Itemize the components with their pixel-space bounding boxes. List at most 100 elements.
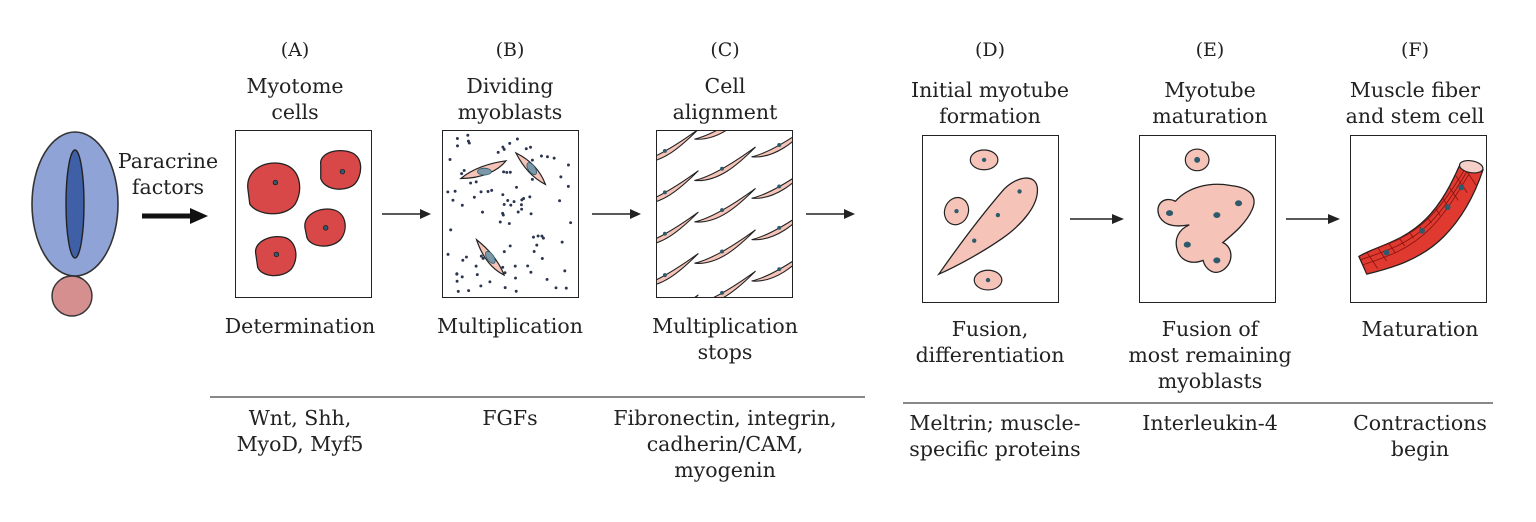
growth-factor-dot	[530, 177, 534, 181]
panel-f-muscle-fiber	[1350, 135, 1487, 303]
growth-factor-dot	[460, 172, 464, 176]
growth-factor-dot	[479, 254, 483, 258]
growth-factor-dot	[467, 289, 471, 293]
stage-e-process-line: Fusion of	[1161, 317, 1259, 341]
growth-factor-dot	[545, 155, 549, 159]
arrow-e-to-f	[1286, 214, 1340, 224]
growth-factor-dot	[506, 199, 510, 202]
stage-b-process: Multiplication	[420, 313, 600, 339]
stage-a-factor-line: Wnt, Shh,	[248, 406, 352, 430]
stage-a-factor-line: MyoD, Myf5	[236, 432, 364, 456]
growth-factor-dot	[448, 158, 452, 161]
mature-myotube-icon	[1157, 183, 1255, 273]
growth-factor-dot	[545, 277, 549, 281]
growth-factor-dot	[540, 257, 544, 261]
stage-e-title: Myotube maturation	[1130, 77, 1290, 129]
growth-factor-dot	[508, 141, 512, 145]
muscle-fiber-icon	[1358, 160, 1484, 275]
aligned-myoblast-nucleus	[777, 225, 782, 230]
stage-b-title-line: myoblasts	[457, 100, 563, 124]
growth-factor-dot	[514, 289, 518, 293]
growth-factor-dot	[479, 284, 483, 288]
fiber-striation	[1459, 165, 1477, 186]
growth-factor-dot	[566, 163, 570, 167]
arrow-d-to-e	[1070, 214, 1124, 224]
stage-c-title: Cell alignment	[650, 73, 800, 125]
stage-b-title-line: Dividing	[466, 74, 554, 98]
aligned-myoblast-nucleus	[720, 166, 725, 171]
myoblast-icon	[1184, 148, 1210, 172]
stage-e-process: Fusion of most remaining myoblasts	[1120, 316, 1300, 394]
stage-d-title: Initial myotube formation	[900, 77, 1080, 129]
arrow-a-to-b	[382, 209, 431, 219]
aligned-myoblast	[657, 131, 698, 161]
fiber-striation	[1406, 206, 1423, 231]
growth-factor-dot	[456, 144, 459, 148]
divider-left	[210, 396, 865, 398]
growth-factor-dot	[461, 258, 465, 262]
growth-factor-dot	[481, 256, 485, 260]
dividing-myoblast-icon	[475, 237, 506, 277]
stage-a-process-line: Determination	[224, 314, 376, 338]
panel-a-myotome-cells	[235, 130, 372, 298]
aligned-myoblast-nucleus	[662, 273, 667, 278]
growth-factor-dot	[505, 170, 509, 174]
notochord-icon	[51, 275, 93, 317]
growth-factor-dot	[501, 265, 505, 269]
panel-e-myotube-maturation	[1139, 135, 1276, 303]
growth-factor-dot	[502, 147, 506, 151]
growth-factor-dot	[502, 250, 506, 254]
growth-factor-dot	[502, 170, 506, 174]
myotube-icon	[936, 177, 1038, 276]
aligned-myoblast	[694, 146, 756, 182]
growth-factor-dot	[512, 200, 516, 204]
growth-factor-dot	[529, 212, 533, 216]
arrow-b-to-c	[592, 209, 641, 219]
growth-factor-dot	[453, 189, 457, 193]
growth-factor-dot	[540, 234, 544, 238]
growth-factor-dot	[501, 193, 505, 197]
aligned-myoblast	[657, 252, 699, 285]
stage-e-factors: Interleukin-4	[1130, 410, 1290, 436]
aligned-myoblast	[694, 294, 699, 297]
growth-factor-dot	[490, 188, 494, 192]
stage-f-letter: (F)	[1400, 39, 1429, 61]
stage-d-process-line: differentiation	[915, 343, 1065, 367]
growth-factor-dot	[474, 264, 478, 268]
stage-a-process: Determination	[210, 313, 390, 339]
growth-factor-dot	[528, 195, 532, 199]
growth-factor-dot	[524, 147, 528, 151]
stage-e-title-line: Myotube	[1164, 78, 1256, 102]
stage-b-title: Dividing myoblasts	[435, 73, 585, 125]
growth-factor-dot	[481, 210, 484, 214]
growth-factor-dot	[520, 207, 524, 211]
aligned-myoblast-nucleus	[720, 208, 725, 213]
stage-d-factor-line: Meltrin; muscle-	[909, 411, 1081, 435]
growth-factor-dot	[516, 210, 520, 214]
growth-factor-dot	[532, 249, 536, 253]
stage-a-letter: (A)	[280, 39, 310, 61]
stage-e-factor-line: Interleukin-4	[1142, 411, 1278, 435]
stage-e-letter: (E)	[1195, 39, 1225, 61]
growth-factor-dot	[496, 150, 500, 154]
stage-c-letter: (C)	[710, 39, 740, 61]
growth-factor-dot	[513, 264, 517, 268]
growth-factor-dot	[541, 236, 545, 240]
growth-factor-dot	[501, 145, 505, 149]
growth-factor-dot	[529, 270, 533, 274]
aligned-myoblast	[751, 178, 792, 199]
stage-c-factor-line: Fibronectin, integrin,	[613, 406, 837, 430]
stage-f-process: Maturation	[1330, 316, 1510, 342]
aligned-myoblast-nucleus	[720, 249, 725, 254]
myotome-cell-icon	[304, 208, 346, 247]
dividing-myoblast-icon	[459, 160, 508, 180]
fiber-myofibril	[1358, 167, 1470, 261]
growth-factor-dot	[455, 272, 459, 276]
stage-b-factors: FGFs	[430, 405, 590, 431]
growth-factor-dot	[474, 180, 478, 184]
growth-factor-dot	[469, 181, 473, 185]
aligned-myoblast-nucleus	[777, 267, 782, 272]
aligned-myoblast-nucleus	[662, 190, 667, 195]
stage-b-factor-line: FGFs	[482, 406, 538, 430]
stage-c-factor-line: cadherin/CAM,	[646, 432, 804, 456]
